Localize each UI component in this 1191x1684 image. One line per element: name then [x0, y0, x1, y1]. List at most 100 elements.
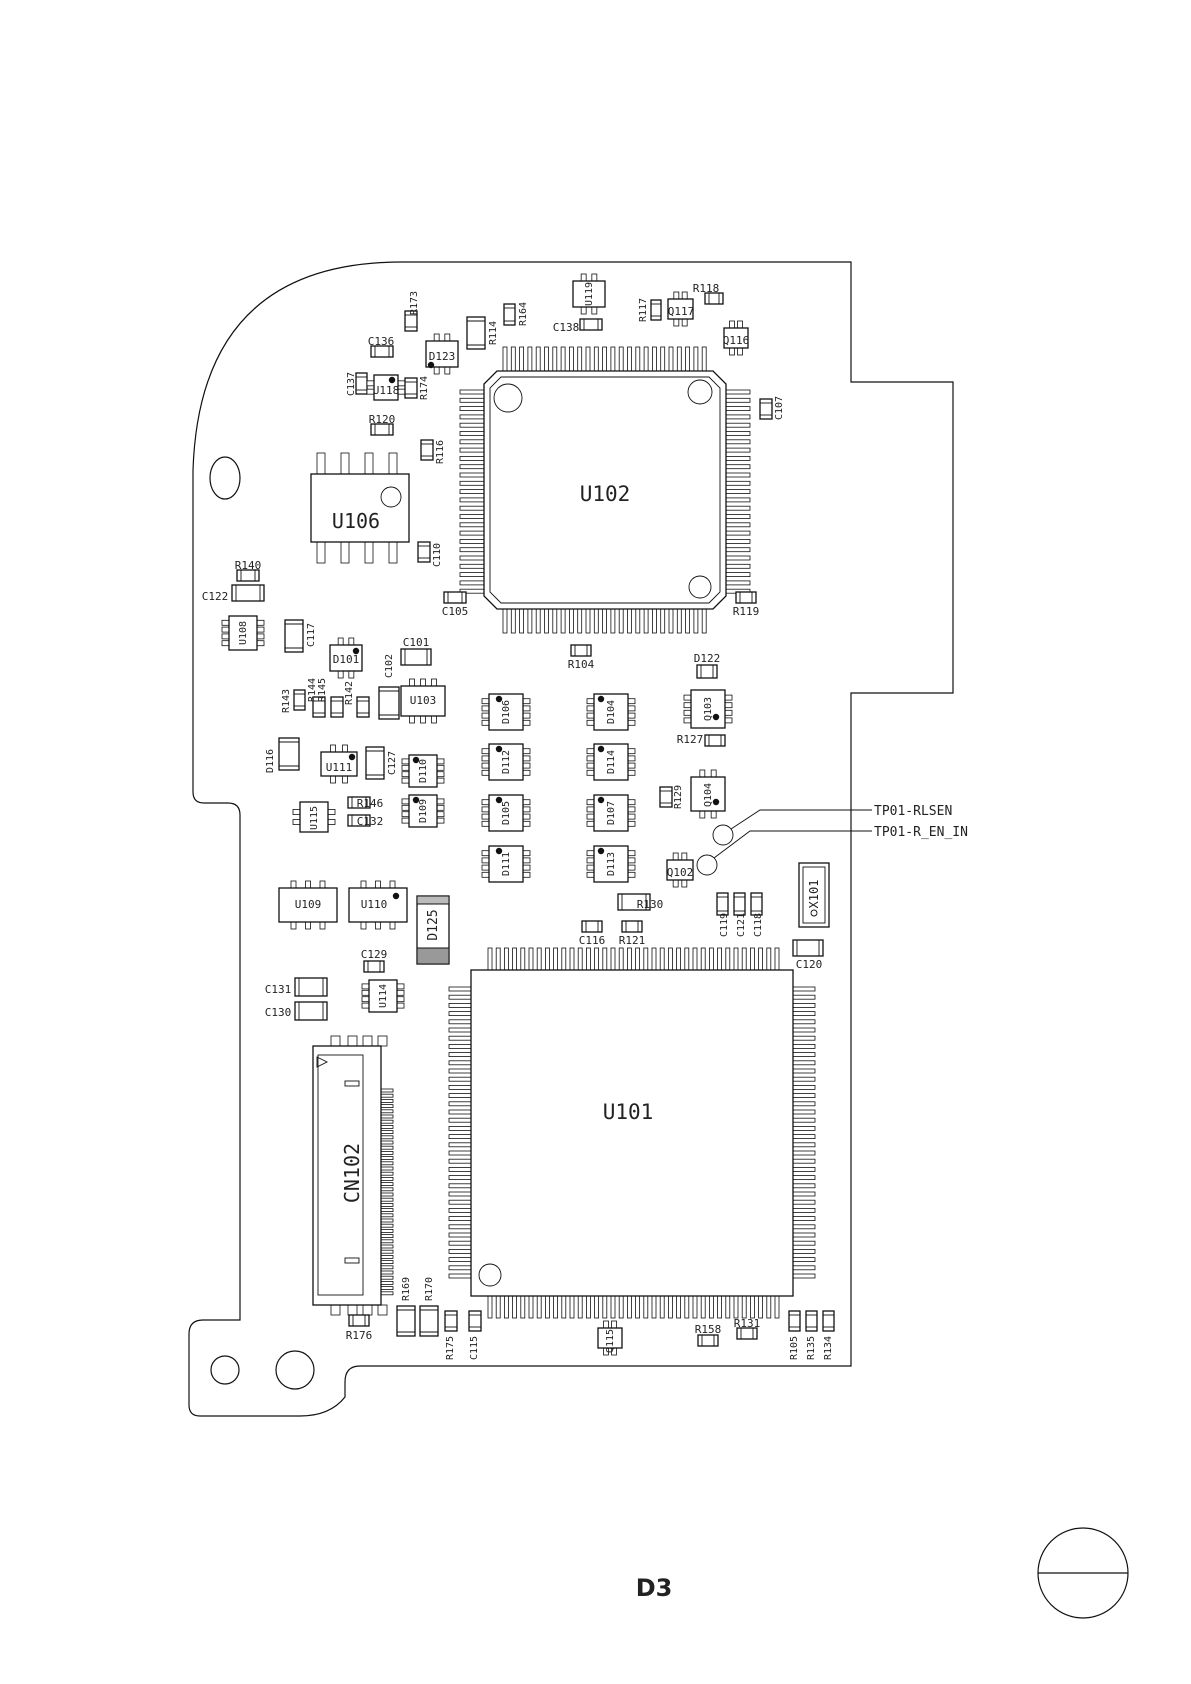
component-d112: D112: [481, 743, 531, 781]
component-label: C122: [202, 590, 229, 603]
component-d122: D122: [694, 652, 720, 679]
component-label: C132: [357, 815, 384, 828]
component-label: U115: [309, 806, 320, 830]
component-label: R127: [677, 733, 704, 746]
component-label: C119: [719, 913, 730, 937]
component-d110: D110: [401, 754, 445, 788]
component-d109: D109: [401, 794, 445, 828]
component-label: R142: [344, 681, 355, 705]
component-q117: Q117: [667, 291, 695, 327]
ic-label-u106: U106: [332, 509, 380, 533]
ic-label-cn102: CN102: [340, 1143, 364, 1203]
component-label: Q117: [668, 305, 695, 318]
component-label: R105: [789, 1336, 800, 1360]
component-q103: Q103: [683, 689, 733, 729]
component-r118: R118: [693, 282, 724, 305]
component-label: C120: [796, 958, 823, 971]
component-label: R120: [369, 413, 396, 426]
component-label: R121: [619, 934, 646, 947]
component-c101: C101: [400, 636, 432, 666]
component-c105: C105: [442, 591, 468, 618]
component-u108: U108: [221, 615, 265, 651]
component-c107: C107: [759, 396, 785, 420]
component-label: C107: [774, 396, 785, 420]
connector-cn102: CN102: [312, 1035, 394, 1316]
component-q116: Q116: [723, 320, 749, 356]
component-r135: R135: [805, 1310, 818, 1360]
mounting-hole: [210, 1355, 240, 1385]
component-label: C115: [469, 1336, 480, 1360]
component-label: C129: [361, 948, 388, 961]
component-label: R170: [424, 1277, 435, 1301]
component-c136: C136: [368, 335, 395, 358]
component-label: C138: [553, 321, 580, 334]
component-q115: Q115: [597, 1320, 623, 1356]
component-q104: Q104: [690, 769, 726, 819]
component-label: C137: [346, 372, 357, 396]
component-label: C102: [384, 654, 395, 678]
component-label: C127: [387, 751, 398, 775]
component-label: D109: [418, 799, 429, 823]
component-r175: R175: [444, 1310, 458, 1360]
component-label: C121: [736, 913, 747, 937]
ic-u106: U106: [310, 452, 410, 564]
component-r169: R169: [396, 1277, 416, 1337]
component-r131: R131: [734, 1317, 760, 1340]
component-label: Q115: [605, 1329, 616, 1353]
component-c137: C137: [346, 372, 368, 396]
ic-label-u102: U102: [580, 482, 631, 506]
component-label: C136: [368, 335, 395, 348]
component-label: U110: [361, 898, 388, 911]
component-label: D111: [501, 852, 512, 876]
ic-u102: U102: [459, 346, 751, 634]
component-label: R175: [445, 1336, 456, 1360]
test-point-label: TP01-RLSEN: [874, 804, 952, 819]
board-outline: [188, 261, 954, 1417]
component-label: R118: [693, 282, 720, 295]
component-label: R173: [409, 291, 420, 315]
component-d101: D101: [329, 637, 363, 679]
component-label: U119: [584, 282, 595, 306]
component-r144: R144: [307, 678, 326, 718]
mounting-hole: [275, 1350, 315, 1390]
component-label: R176: [346, 1329, 373, 1342]
component-label: D112: [501, 750, 512, 774]
component-r143: R143: [281, 689, 306, 713]
component-label: D107: [606, 801, 617, 825]
component-label: U118: [373, 384, 400, 397]
component-u115: U115: [292, 801, 336, 833]
component-r164: R164: [503, 302, 529, 326]
component-label: R135: [806, 1336, 817, 1360]
component-label: U109: [295, 898, 322, 911]
component-label: R158: [695, 1323, 722, 1336]
component-u119: U119: [572, 273, 606, 315]
component-c130: C130: [265, 1001, 328, 1021]
test-point-r-en-in: TP01-R_EN_IN: [696, 825, 968, 876]
component-label: D116: [265, 749, 276, 773]
component-c119: C119: [716, 892, 730, 937]
component-label: R140: [235, 559, 262, 572]
component-label: R117: [638, 298, 649, 322]
view-symbol-icon: [1037, 1527, 1129, 1619]
component-r130: R130: [617, 893, 663, 911]
component-d123: D123: [425, 333, 459, 375]
component-c129: C129: [361, 948, 388, 973]
component-label: D104: [606, 700, 617, 724]
component-label: D123: [429, 350, 456, 363]
component-r134: R134: [822, 1310, 835, 1360]
component-r142: R142: [344, 681, 370, 718]
ic-label-u101: U101: [603, 1100, 654, 1124]
crystal-x101: X101: [798, 862, 830, 928]
component-d107: D107: [586, 794, 636, 832]
component-r116: R116: [420, 439, 446, 464]
component-label: Q102: [667, 866, 694, 879]
component-label: R134: [823, 1336, 834, 1360]
component-label: C110: [432, 543, 443, 567]
component-r121: R121: [619, 920, 646, 947]
component-c116: C116: [579, 920, 605, 947]
component-label: U111: [326, 761, 353, 774]
component-label: C101: [403, 636, 430, 649]
page-label: D3: [636, 1574, 673, 1602]
component-q102: Q102: [666, 852, 694, 888]
diode-d125: D125: [416, 895, 450, 965]
